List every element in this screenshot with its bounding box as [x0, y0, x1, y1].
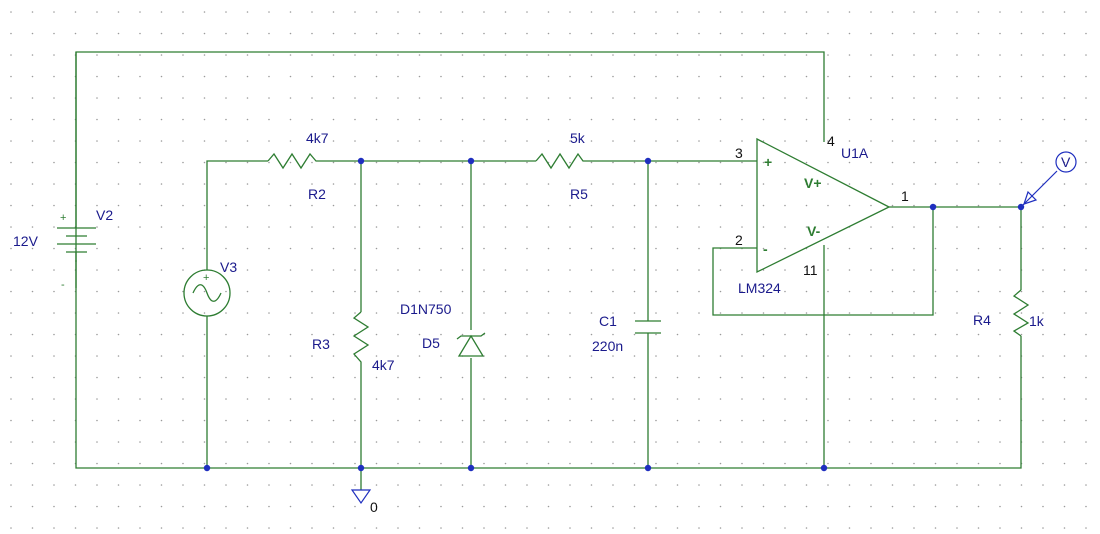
- junction-nodes: [203, 157, 1025, 472]
- pin-1-label: 1: [901, 188, 909, 204]
- r4-ref-label: R4: [973, 312, 991, 328]
- r2-value-label: 4k7: [306, 130, 329, 146]
- node-d5-top[interactable]: [467, 157, 475, 165]
- ground-symbol[interactable]: [350, 489, 372, 505]
- c1-value-label: 220n: [592, 338, 623, 354]
- capacitor-c1[interactable]: [635, 320, 661, 334]
- pin-2-label: 2: [735, 232, 743, 248]
- node-gnd-v3[interactable]: [203, 464, 211, 472]
- opamp-vplus-label: V+: [804, 175, 822, 191]
- v2-ref-label: V2: [96, 207, 113, 223]
- node-gnd-r3[interactable]: [357, 464, 365, 472]
- d5-model-label: D1N750: [400, 301, 452, 317]
- r2-ref-label: R2: [308, 186, 326, 202]
- node-output[interactable]: [1017, 203, 1025, 211]
- battery-plus-sign: +: [60, 212, 66, 224]
- node-r2-r3[interactable]: [357, 157, 365, 165]
- node-gnd-c1[interactable]: [644, 464, 652, 472]
- r4-value-label: 1k: [1029, 313, 1045, 329]
- probe-label: V: [1061, 154, 1071, 170]
- opamp-minus-input-sign: -: [763, 241, 768, 257]
- zener-diode-d5[interactable]: [456, 332, 486, 357]
- node-gnd-vminus[interactable]: [820, 464, 828, 472]
- r3-value-label: 4k7: [372, 357, 395, 373]
- resistor-r5[interactable]: [535, 152, 586, 170]
- wire-feedback[interactable]: [712, 207, 934, 316]
- v2-value-label: 12V: [13, 233, 39, 249]
- c1-ref-label: C1: [599, 313, 617, 329]
- resistor-r3[interactable]: [352, 311, 370, 368]
- resistor-r2[interactable]: [267, 152, 322, 170]
- v3-ref-label: V3: [220, 259, 237, 275]
- pin-4-label: 4: [827, 133, 835, 149]
- node-gnd-d5[interactable]: [467, 464, 475, 472]
- u1a-model-label: LM324: [738, 280, 781, 296]
- d5-ref-label: D5: [422, 335, 440, 351]
- opamp-plus-input-sign: +: [764, 154, 772, 170]
- resistor-r4[interactable]: [1012, 289, 1030, 337]
- opamp-vminus-label: V-: [807, 223, 821, 239]
- r3-ref-label: R3: [312, 336, 330, 352]
- node-c1-top[interactable]: [644, 157, 652, 165]
- v3-plus-sign: +: [203, 272, 209, 284]
- wire-v3-top[interactable]: [206, 160, 268, 270]
- r5-ref-label: R5: [570, 186, 588, 202]
- ac-source-v3[interactable]: +: [183, 269, 231, 317]
- battery-minus-sign: -: [61, 279, 65, 291]
- opamp-u1a[interactable]: + - V+ V-: [756, 137, 891, 274]
- r5-value-label: 5k: [570, 130, 586, 146]
- u1a-ref-label: U1A: [841, 145, 869, 161]
- pin-11-label: 11: [803, 262, 818, 278]
- ground-label: 0: [370, 499, 378, 515]
- voltage-probe[interactable]: V: [1020, 151, 1077, 208]
- node-feedback[interactable]: [929, 203, 937, 211]
- wires: [75, 51, 1022, 490]
- wire-ground-bus[interactable]: [75, 260, 1022, 469]
- battery-v2[interactable]: + -: [57, 212, 96, 291]
- pin-3-label: 3: [735, 145, 743, 161]
